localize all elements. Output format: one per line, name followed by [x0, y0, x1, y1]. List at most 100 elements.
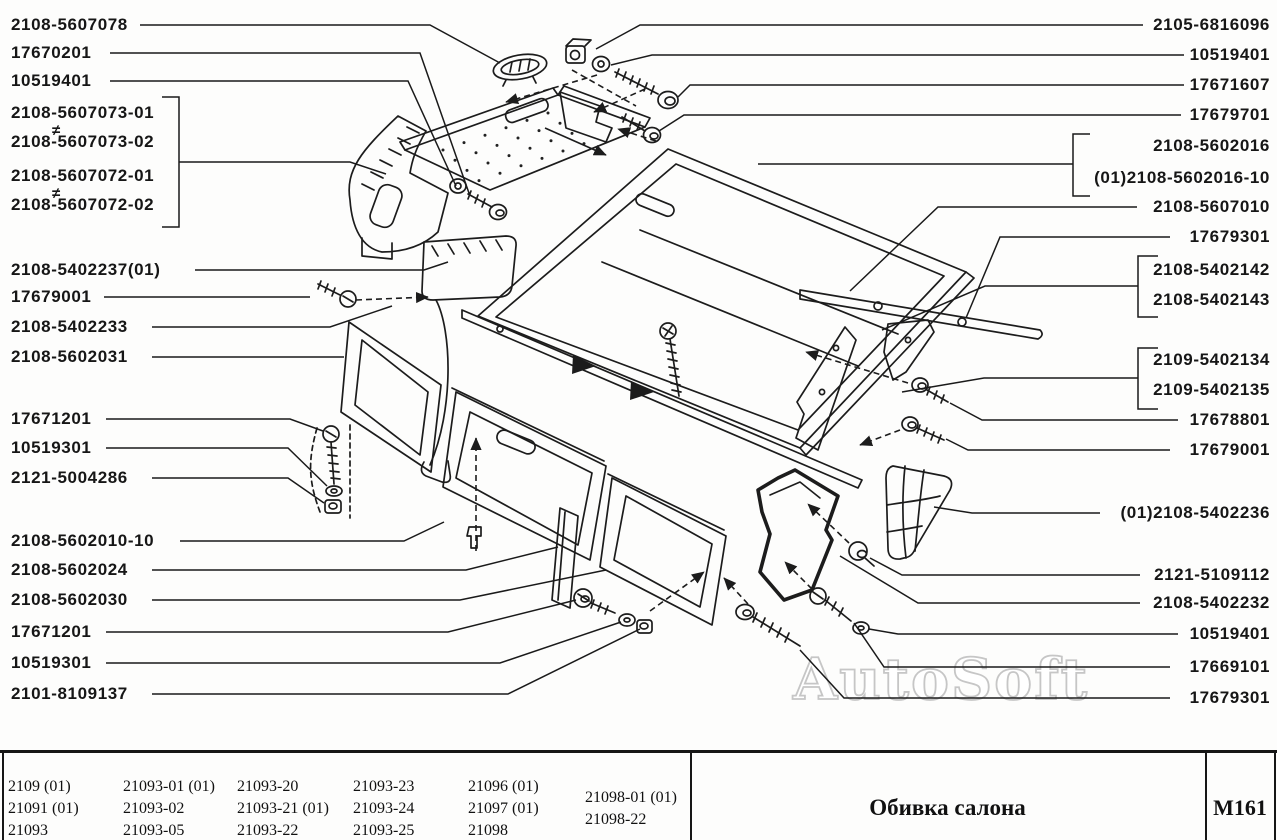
model-number: 21091 (01): [8, 800, 79, 817]
trim-strip-part: [461, 289, 1043, 489]
part-number-label: 2108-5607072-02: [11, 195, 155, 214]
part-number-label: 2108-5607073-02: [11, 132, 155, 151]
part-number-label: 2105-6816096: [1153, 15, 1270, 34]
part-number-label: 17669101: [1189, 657, 1270, 676]
model-number: 21093-23: [353, 778, 415, 795]
part-number-label: 2121-5004286: [11, 468, 128, 487]
part-number-label: 10519401: [11, 71, 92, 90]
part-number-label: 17679001: [11, 287, 92, 306]
part-number-label: 17671201: [11, 622, 92, 641]
model-number: 21098-01 (01): [585, 789, 677, 806]
part-number-label: 17679301: [1189, 227, 1270, 246]
part-number-label: (01)2108-5602016-10: [1094, 168, 1270, 187]
model-number: 21093-01 (01): [123, 778, 215, 795]
part-number-label: 2108-5607073-01: [11, 103, 155, 122]
part-number-label: 2108-5402237(01): [11, 260, 161, 279]
part-number-label: 2101-8109137: [11, 684, 128, 703]
part-number-label: 2109-5402135: [1153, 380, 1270, 399]
front-panel-right-part: [599, 473, 727, 626]
assembly-arrows: [355, 69, 909, 612]
fastener-screw-17679001: [317, 280, 357, 308]
fastener-screw-br-long: [735, 603, 801, 647]
part-number-label: 2108-5602030: [11, 590, 128, 609]
part-number-label: 2108-5402142: [1153, 260, 1270, 279]
model-number: 21098: [468, 822, 508, 839]
part-number-label: 17679701: [1189, 105, 1270, 124]
fastener-nut: [565, 38, 592, 64]
model-number: 21098-22: [585, 811, 647, 828]
rear-shelf-panel-part: [477, 148, 975, 456]
part-number-label: 10519401: [1189, 624, 1270, 643]
trim-bar-part: [551, 507, 579, 609]
vent-grille-part: [492, 53, 548, 87]
fastener-screw-br-short: [809, 587, 870, 635]
model-number: 21093: [8, 822, 48, 839]
part-number-label: 2108-5602031: [11, 347, 128, 366]
model-number: 21093-21 (01): [237, 800, 329, 817]
part-number-label: 2108-5402232: [1153, 593, 1270, 612]
model-column: 21093-01 (01) 21093-02 21093-05: [123, 776, 215, 840]
model-column: 21098-01 (01) 21098-22: [585, 787, 677, 831]
part-number-label: (01)2108-5402236: [1120, 503, 1270, 522]
not-equal-sign: ≠: [52, 122, 61, 139]
model-column: 21093-20 21093-21 (01) 21093-22: [237, 776, 329, 840]
fastener-washer: [591, 55, 611, 73]
fastener-screw-vertical: [659, 322, 682, 397]
part-number-label: 17679301: [1189, 688, 1270, 707]
model-number: 2109 (01): [8, 778, 71, 795]
part-number-label: 17678801: [1189, 410, 1270, 429]
part-number-label: 2108-5602024: [11, 560, 128, 579]
model-number: 21093-05: [123, 822, 185, 839]
model-number: 21093-22: [237, 822, 299, 839]
model-number: 21097 (01): [468, 800, 539, 817]
part-number-label: 2108-5607078: [11, 15, 128, 34]
model-column: 21093-23 21093-24 21093-25: [353, 776, 414, 840]
model-number: 21093-20: [237, 778, 299, 795]
part-number-label: 2108-5402143: [1153, 290, 1270, 309]
model-number: 21093-25: [353, 822, 415, 839]
part-number-label: 2121-5109112: [1154, 565, 1270, 584]
part-number-label: 17679001: [1189, 440, 1270, 459]
part-number-label: 10519301: [11, 438, 92, 457]
mount-bracket-parts: [795, 319, 935, 451]
table-divider-1: [690, 750, 692, 840]
fastener-clip-right: [848, 541, 875, 567]
model-column: 21096 (01) 21097 (01) 21098: [468, 776, 539, 840]
part-number-label: 17671201: [11, 409, 92, 428]
page-code: М161: [1213, 795, 1267, 820]
insert-arrow: [544, 127, 607, 156]
model-number: 21096 (01): [468, 778, 539, 795]
end-trim-part: [756, 468, 840, 602]
side-bracket-part: [348, 115, 449, 260]
front-panel-center-part: [442, 387, 607, 561]
fastener-set-dashed-box: [309, 424, 351, 519]
model-number: 21093-24: [353, 800, 415, 817]
triangle-grid-part: [885, 465, 953, 560]
table-right-border: [1274, 750, 1276, 840]
part-number-label: 2108-5607072-01: [11, 166, 155, 185]
section-title: Обивка салона: [869, 795, 1026, 820]
table-left-border: [2, 750, 4, 840]
part-number-label: 17670201: [11, 43, 92, 62]
table-top-border: [0, 750, 1277, 753]
part-number-label: 2108-5402233: [11, 317, 128, 336]
part-number-label: 2108-5602016: [1153, 136, 1270, 155]
fastener-screw-short: [621, 113, 662, 144]
fastener-row-bottom: [573, 588, 653, 634]
fastener-screw-long: [614, 68, 679, 110]
part-number-label: 2108-5607010: [1153, 197, 1270, 216]
part-number-label: 2108-5602010-10: [11, 531, 155, 550]
part-number-label: 10519401: [1189, 45, 1270, 64]
model-number: 21093-02: [123, 800, 185, 817]
watermark: AutoSoft: [792, 646, 1089, 713]
leader-lines: [104, 24, 1184, 699]
group-brackets: [162, 96, 1158, 410]
part-number-label: 10519301: [11, 653, 92, 672]
model-column: 2109 (01) 21091 (01) 21093: [8, 776, 79, 840]
part-number-label: 17671607: [1189, 75, 1270, 94]
front-panel-left-part: [340, 321, 452, 484]
not-equal-sign: ≠: [52, 185, 61, 202]
table-divider-2: [1205, 750, 1207, 840]
